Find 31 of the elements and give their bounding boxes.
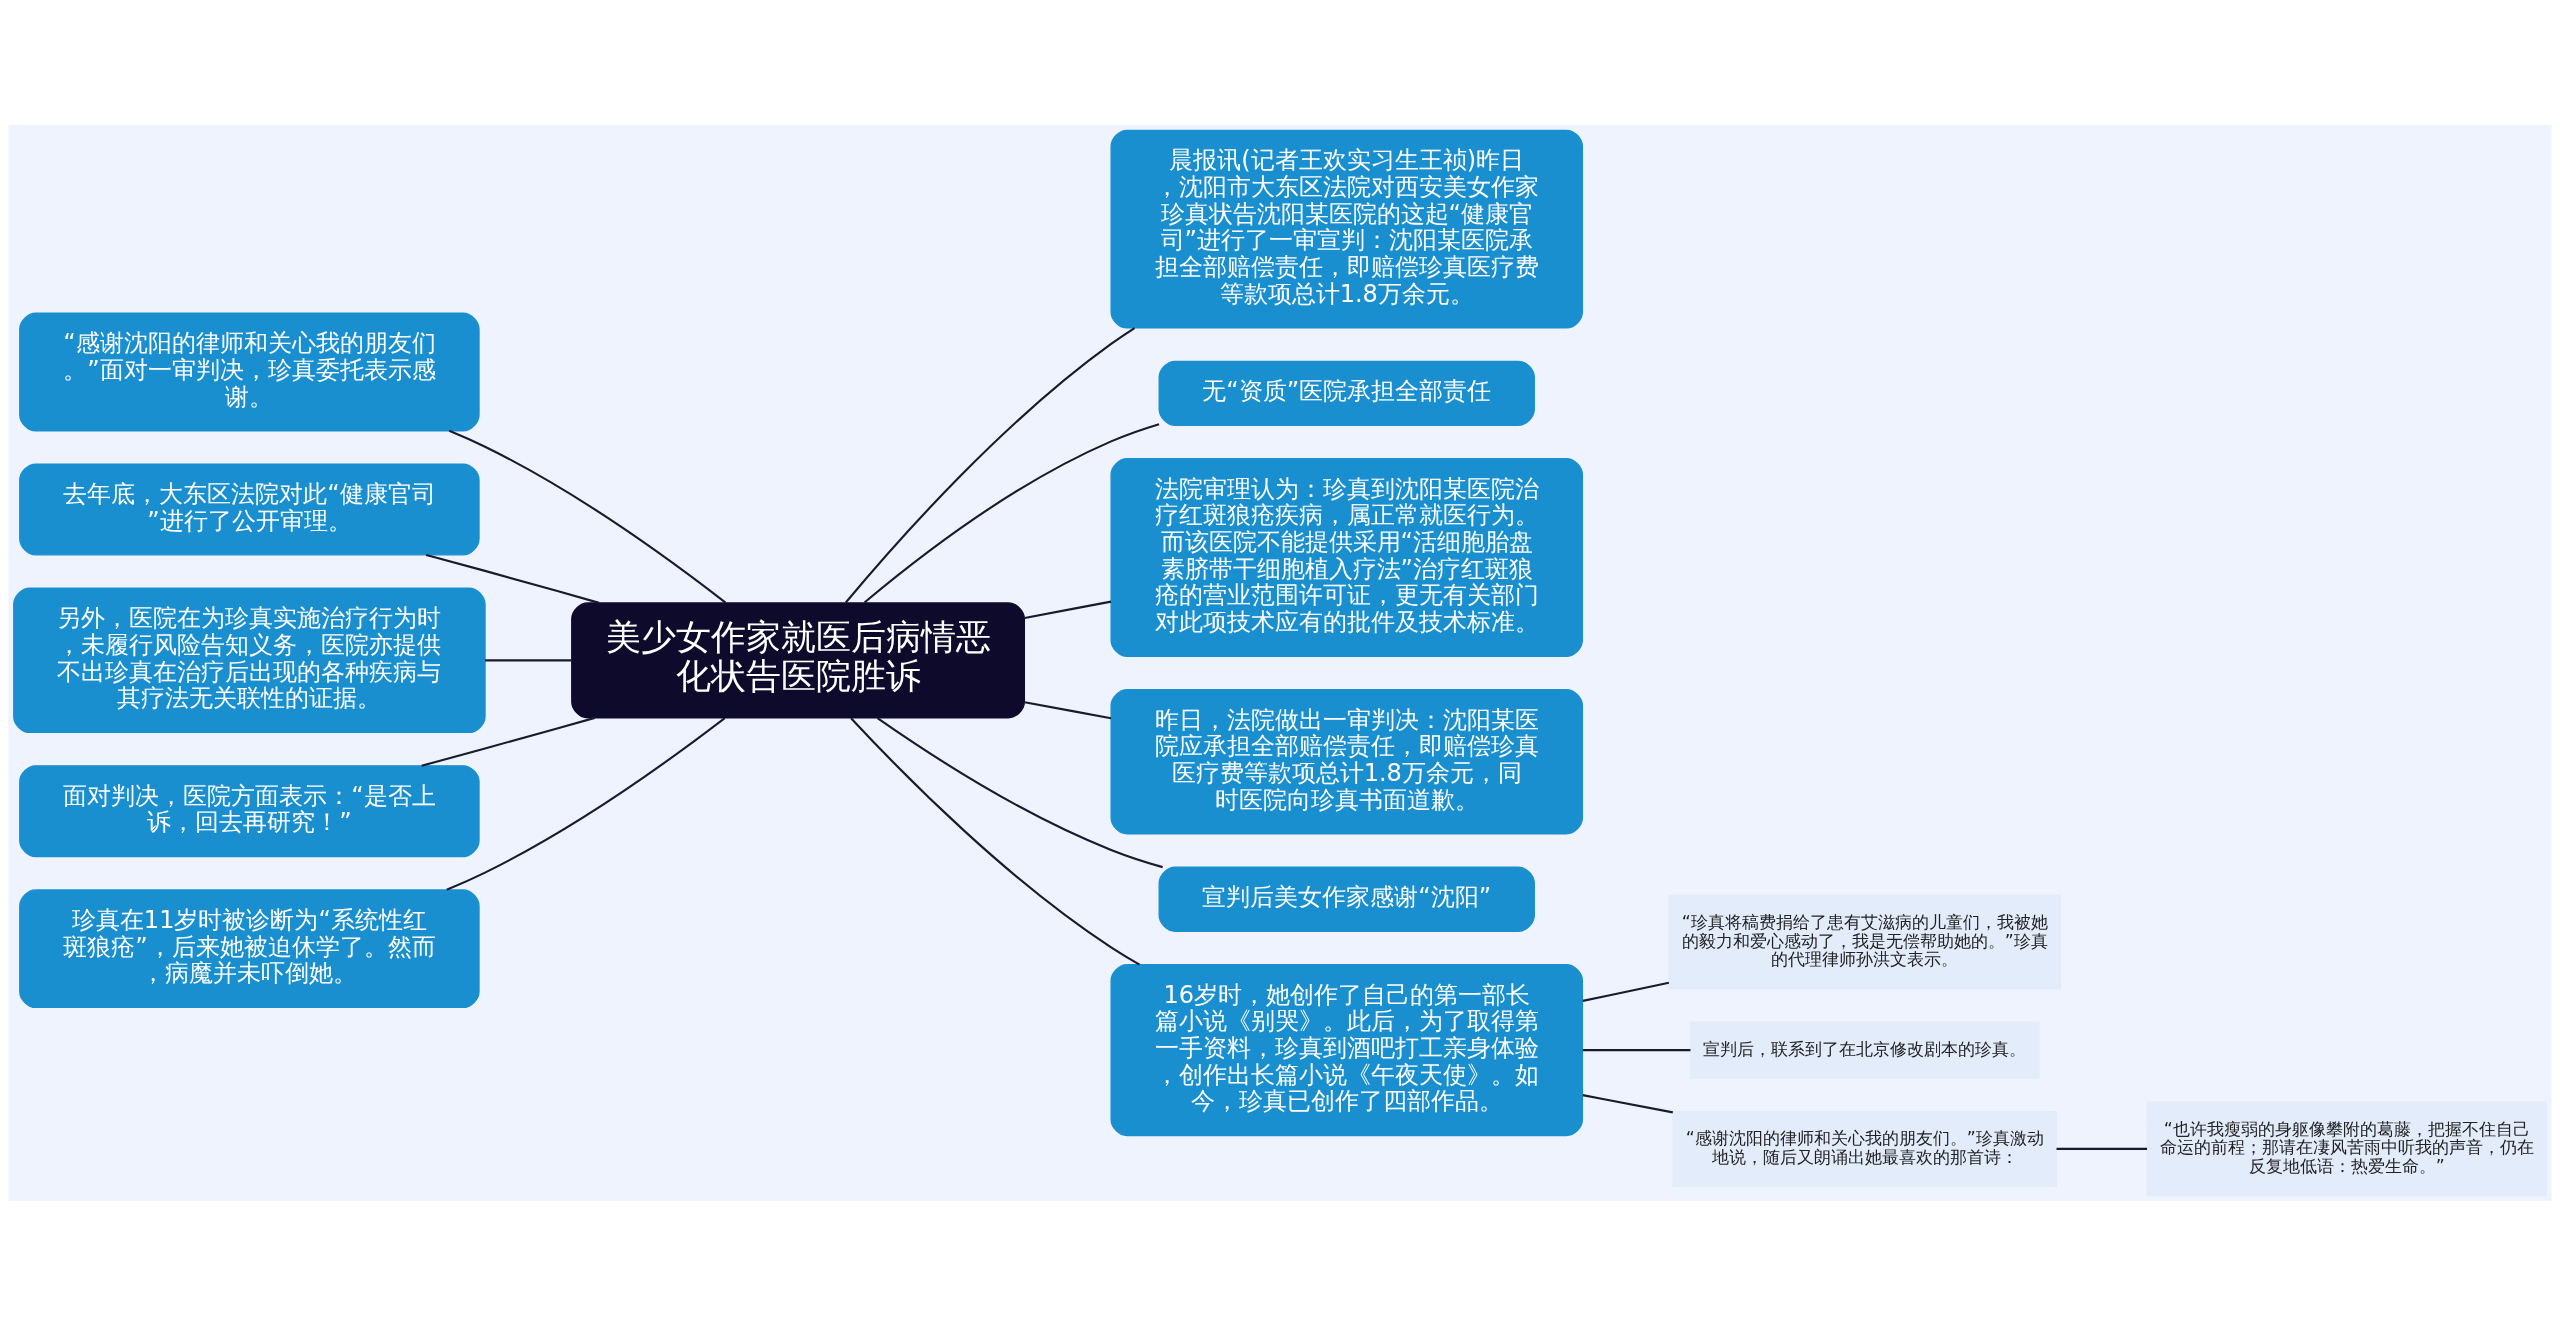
node-box: 去年底，大东区法院对此“健康官司”进行了公开审理。 — [19, 463, 480, 556]
node-box: 面对判决，医院方面表示：“是否上诉，回去再研究！” — [19, 765, 480, 858]
connector — [1024, 600, 1112, 619]
node-box: 宣判后美女作家感谢“沈阳” — [1158, 866, 1535, 932]
node-box: 昨日，法院做出一审判决：沈阳某医院应承担全部赔偿责任，即赔偿珍真医疗费等款项总计1.8万余元，同时医院向珍真书面道歉。 — [1110, 689, 1584, 835]
connector — [850, 717, 1141, 966]
connector — [446, 717, 726, 891]
connector — [421, 716, 596, 767]
node-box: “也许我瘦弱的身躯像攀附的葛藤，把握不住自己命运的前程；那请在凄风苦雨中听我的声音，仍在反复地低语：热爱生命。” — [2146, 1101, 2547, 1197]
connector — [1582, 981, 1670, 1002]
connector — [863, 423, 1160, 604]
connector — [1024, 701, 1112, 720]
connector — [485, 659, 572, 662]
node-box: 法院审理认为：珍真到沈阳某医院治疗红斑狼疮疾病，属正常就医行为。而该医院不能提供采用“活细胞胎盘素脐带干细胞植入疗法”治疗红斑狼疮的营业范围许可证，更无有关部门对此项技术应有的批件及技术标准。 — [1110, 458, 1584, 657]
node-box: 美少女作家就医后病情恶化状告医院胜诉 — [571, 602, 1025, 719]
node-box: “珍真将稿费捐给了患有艾滋病的儿童们，我被她的毅力和爱心感动了，我是无偿帮助她的。”珍真的代理律师孙洪文表示。 — [1668, 894, 2061, 990]
connector — [1582, 1094, 1673, 1114]
node-box: 宣判后，联系到了在北京修改剧本的珍真。 — [1689, 1021, 2040, 1079]
connector — [2056, 1147, 2148, 1150]
connector — [845, 327, 1136, 604]
node-box: 晨报讯(记者王欢实习生王祯)昨日，沈阳市大东区法院对西安美女作家珍真状告沈阳某医院的这起“健康官司”进行了一审宣判：沈阳某医院承担全部赔偿责任，即赔偿珍真医疗费等款项总计1.8万余元。 — [1110, 129, 1584, 329]
connector — [425, 553, 600, 604]
connector — [876, 717, 1163, 869]
node-box: 珍真在11岁时被诊断为“系统性红斑狼疮”，后来她被迫休学了。然而，病魔并未吓倒她。 — [19, 889, 480, 1009]
node-box: 另外，医院在为珍真实施治疗行为时，未履行风险告知义务，医院亦提供不出珍真在治疗后出现的各种疾病与其疗法无关联性的证据。 — [13, 587, 486, 734]
node-box: “感谢沈阳的律师和关心我的朋友们。”面对一审判决，珍真委托表示感谢。 — [19, 312, 480, 432]
connector — [1582, 1049, 1691, 1052]
node-box: 16岁时，她创作了自己的第一部长篇小说《别哭》。此后，为了取得第一手资料，珍真到酒吧打工亲身体验，创作出长篇小说《午夜天使》。如今，珍真已创作了四部作品。 — [1110, 964, 1584, 1137]
connector — [448, 429, 727, 604]
node-box: 无“资质”医院承担全部责任 — [1158, 360, 1535, 427]
node-box: “感谢沈阳的律师和关心我的朋友们。”珍真激动地说，随后又朗诵出她最喜欢的那首诗： — [1672, 1110, 2057, 1187]
